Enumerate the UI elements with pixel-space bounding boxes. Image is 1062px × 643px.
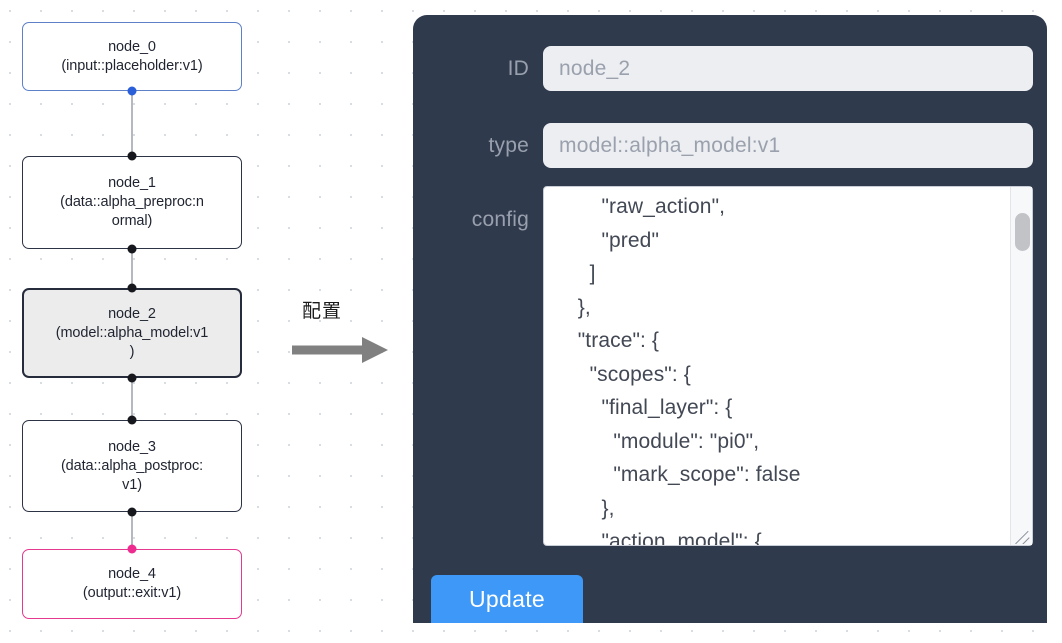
config-scrollbar[interactable] — [1010, 187, 1032, 545]
config-textarea-wrapper — [543, 186, 1033, 546]
id-field-label: ID — [507, 56, 529, 80]
graph-node-label: node_2 (model::alpha_model:v1 ) — [55, 305, 209, 360]
annotation-label: 配置 — [302, 300, 343, 322]
type-field-label: type — [488, 133, 529, 157]
right-arrow-icon — [292, 337, 388, 363]
node_2-input-handle[interactable] — [127, 283, 137, 293]
graph-node-label: node_4 (output::exit:v1) — [82, 566, 182, 601]
graph-node-node_0[interactable]: node_0 (input::placeholder:v1) — [22, 22, 242, 91]
node_0-output-handle[interactable] — [127, 86, 137, 96]
node_1-input-handle[interactable] — [127, 151, 137, 161]
id-field-row: ID — [413, 46, 1047, 91]
graph-node-label: node_0 (input::placeholder:v1) — [61, 38, 203, 74]
graph-node-node_2[interactable]: node_2 (model::alpha_model:v1 ) — [22, 288, 242, 378]
node_4-input-handle[interactable] — [127, 544, 137, 554]
graph-node-label: node_1 (data::alpha_preproc:n ormal) — [60, 175, 204, 229]
id-input[interactable] — [543, 46, 1033, 91]
type-field-row: type — [413, 123, 1047, 168]
node_2-output-handle[interactable] — [127, 373, 137, 383]
annotation-group: 配置 — [290, 296, 400, 364]
config-field-row: config — [413, 186, 1047, 546]
type-input[interactable] — [543, 123, 1033, 168]
config-textarea[interactable] — [543, 186, 1033, 546]
config-panel: ID type config Update — [413, 15, 1047, 623]
graph-node-node_4[interactable]: node_4 (output::exit:v1) — [22, 549, 242, 619]
update-button[interactable]: Update — [431, 575, 583, 623]
node_3-input-handle[interactable] — [127, 415, 137, 425]
node_3-output-handle[interactable] — [127, 507, 137, 517]
resize-handle-icon[interactable] — [1011, 524, 1031, 544]
config-field-label: config — [471, 208, 529, 231]
graph-node-node_3[interactable]: node_3 (data::alpha_postproc: v1) — [22, 420, 242, 512]
graph-node-label: node_3 (data::alpha_postproc: v1) — [60, 438, 204, 493]
graph-node-node_1[interactable]: node_1 (data::alpha_preproc:n ormal) — [22, 156, 242, 249]
node_1-output-handle[interactable] — [127, 244, 137, 254]
config-scrollbar-thumb[interactable] — [1015, 213, 1030, 251]
